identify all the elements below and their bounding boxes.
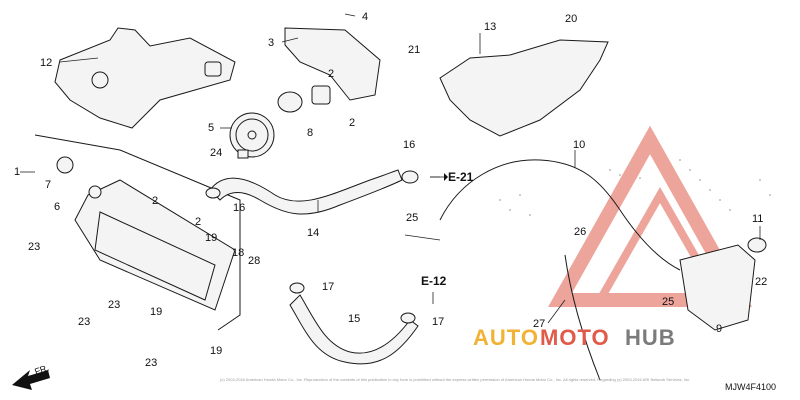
callout-5: 5	[208, 122, 214, 134]
callout-27: 27	[533, 318, 545, 330]
callout-7: 7	[45, 179, 51, 191]
callout-23b: 23	[78, 316, 90, 328]
callout-19a: 19	[205, 232, 217, 244]
callout-9: 9	[716, 323, 722, 335]
halftone-pattern	[499, 159, 771, 216]
diagram-code: MJW4F4100	[725, 382, 776, 392]
callout-15: 15	[348, 313, 360, 325]
callout-18: 18	[232, 247, 244, 259]
watermark-graphic	[548, 125, 752, 307]
callout-21: 21	[408, 44, 420, 56]
callout-14: 14	[307, 227, 319, 239]
arrow-icon	[12, 370, 50, 390]
callout-2b: 2	[349, 117, 355, 129]
clamps	[205, 170, 419, 324]
callout-13: 13	[484, 21, 496, 33]
watermark-moto: MOTO	[540, 325, 610, 350]
callout-16b: 16	[233, 202, 245, 214]
front-direction-arrow: FR.	[12, 363, 50, 390]
callout-25a: 25	[406, 212, 418, 224]
callout-1: 1	[14, 166, 20, 178]
callout-8: 8	[307, 127, 313, 139]
callout-19c: 19	[210, 345, 222, 357]
part-10-tube	[439, 159, 681, 381]
callout-3: 3	[268, 37, 274, 49]
direction-label: FR.	[33, 363, 50, 377]
callout-23d: 23	[145, 357, 157, 369]
callout-24: 24	[210, 147, 222, 159]
callout-23c: 23	[108, 299, 120, 311]
watermark-auto: AUTO	[473, 325, 539, 350]
ref-e12: E-12	[421, 274, 447, 288]
part-15-hose	[289, 294, 419, 365]
watermark-hub: HUB	[625, 325, 676, 350]
part-9-reservoir	[679, 237, 767, 331]
callout-25b: 25	[662, 296, 674, 308]
watermark-wordmark: AUTO MOTO HUB	[473, 325, 676, 350]
callout-28: 28	[248, 255, 260, 267]
ref-e21: E-21	[448, 170, 474, 184]
callout-10: 10	[573, 139, 585, 151]
callout-2d: 2	[195, 216, 201, 228]
callout-6: 6	[54, 201, 60, 213]
callout-23a: 23	[28, 241, 40, 253]
watermark-triangle-inner	[593, 186, 727, 304]
callout-16a: 16	[403, 139, 415, 151]
callout-17a: 17	[322, 281, 334, 293]
part-12-cover	[54, 27, 236, 129]
callout-4: 4	[362, 11, 368, 23]
callout-22: 22	[755, 276, 767, 288]
callout-19b: 19	[150, 306, 162, 318]
reference-labels: E-21 E-12	[421, 170, 474, 288]
callout-11: 11	[752, 213, 763, 225]
part-14-hose	[209, 169, 403, 215]
callout-17b: 17	[432, 316, 444, 328]
part-3-shroud	[277, 27, 381, 113]
callout-labels: 1 2 2 2 2 3 4 5 6 7 8 9 10 11 12 13 14 1…	[14, 11, 767, 369]
callout-2c: 2	[152, 195, 158, 207]
callout-2a: 2	[328, 68, 334, 80]
part-1-radiator	[34, 134, 241, 331]
callout-12: 12	[40, 57, 52, 69]
leader-lines	[20, 13, 761, 324]
copyright-text: (c) 2003-2016 American Honda Motor Co., …	[220, 377, 690, 382]
callout-20: 20	[565, 13, 577, 25]
part-5-fan	[229, 112, 275, 159]
callout-26: 26	[574, 226, 586, 238]
part-13-under-cover	[439, 39, 609, 137]
